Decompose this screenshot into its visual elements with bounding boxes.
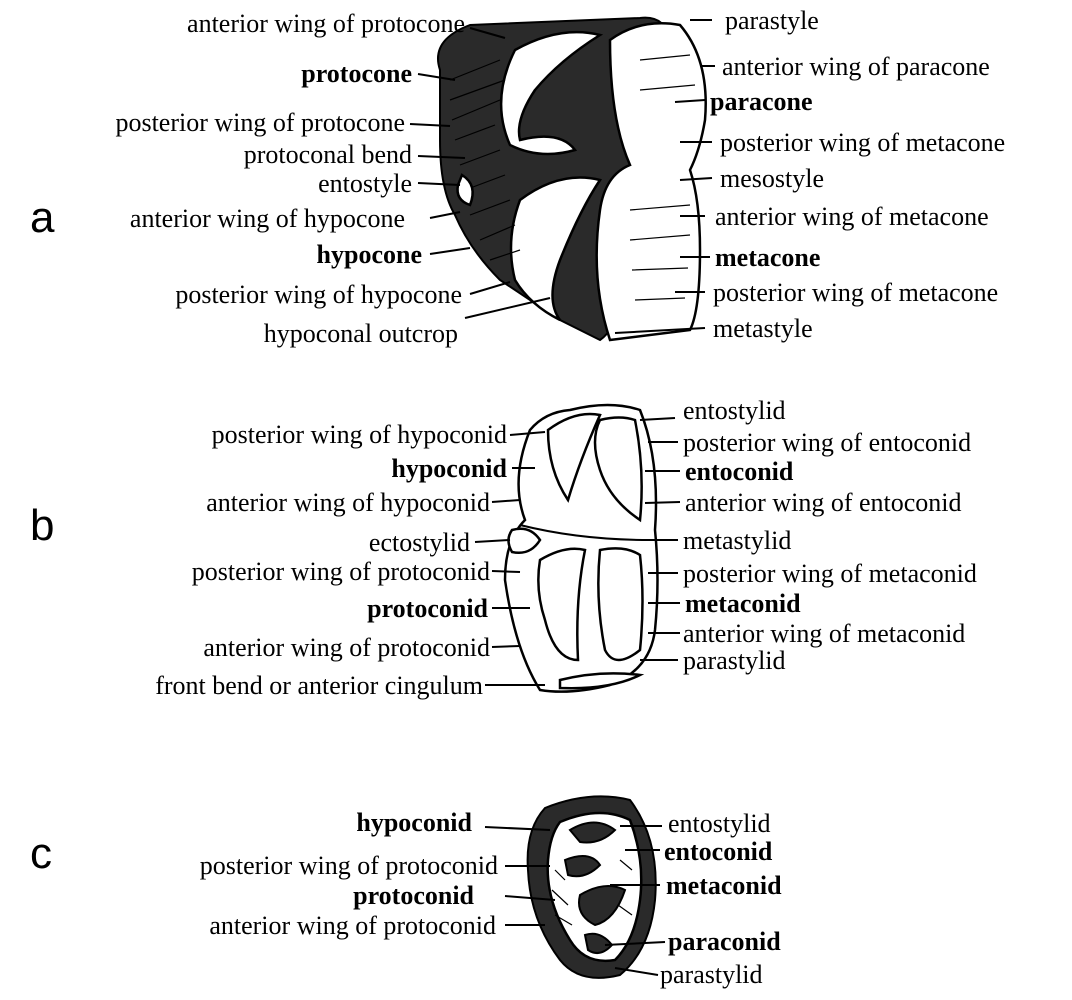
panel-c-tooth-drawing bbox=[528, 796, 656, 977]
label-anterior-wing-of-entoconid: anterior wing of entoconid bbox=[685, 488, 962, 517]
label-metastyle: metastyle bbox=[713, 314, 813, 343]
panel-b-tooth-outline bbox=[505, 405, 658, 692]
label-anterior-wing-of-hypoconid: anterior wing of hypoconid bbox=[206, 488, 490, 517]
label-entostyle: entostyle bbox=[318, 169, 412, 198]
panel-b-letter: b bbox=[30, 501, 54, 550]
label-c-posterior-wing-of-protoconid: posterior wing of protoconid bbox=[200, 851, 498, 880]
label-c-protoconid: protoconid bbox=[353, 881, 474, 910]
label-hypoconal-outcrop: hypoconal outcrop bbox=[264, 319, 458, 348]
label-front-bend-or-anterior-cingulum: front bend or anterior cingulum bbox=[155, 671, 483, 700]
panel-a-right-labels: parastyle anterior wing of paracone para… bbox=[710, 6, 1005, 343]
panel-c-left-labels: hypoconid posterior wing of protoconid p… bbox=[200, 808, 498, 940]
label-ectostylid: ectostylid bbox=[369, 528, 470, 557]
label-protoconal-bend: protoconal bend bbox=[244, 140, 412, 169]
label-mesostyle: mesostyle bbox=[720, 164, 824, 193]
label-hypocone: hypocone bbox=[317, 240, 422, 269]
label-posterior-wing-of-protoconid: posterior wing of protoconid bbox=[192, 557, 490, 586]
label-c-parastylid: parastylid bbox=[660, 960, 763, 989]
label-entoconid: entoconid bbox=[685, 457, 794, 486]
label-posterior-wing-of-metacone-lower: posterior wing of metacone bbox=[713, 278, 998, 307]
panel-a-left-labels: anterior wing of protocone protocone pos… bbox=[115, 9, 465, 348]
label-metacone: metacone bbox=[715, 243, 820, 272]
panel-c-right-labels: entostylid entoconid metaconid paraconid… bbox=[660, 809, 782, 989]
panel-b-left-labels: posterior wing of hypoconid hypoconid an… bbox=[155, 420, 507, 700]
label-metaconid: metaconid bbox=[685, 589, 801, 618]
label-parastylid: parastylid bbox=[683, 646, 786, 675]
label-protoconid: protoconid bbox=[367, 594, 488, 623]
label-metastylid: metastylid bbox=[683, 526, 791, 555]
label-anterior-wing-of-paracone: anterior wing of paracone bbox=[722, 52, 990, 81]
label-entostylid: entostylid bbox=[683, 396, 786, 425]
label-posterior-wing-of-protocone: posterior wing of protocone bbox=[115, 108, 405, 137]
panel-b-right-labels: entostylid posterior wing of entoconid e… bbox=[683, 396, 977, 675]
label-paracone: paracone bbox=[710, 87, 813, 116]
label-anterior-wing-of-protoconid: anterior wing of protoconid bbox=[203, 633, 490, 662]
panel-c-letter: c bbox=[30, 829, 52, 878]
label-c-hypoconid: hypoconid bbox=[356, 808, 472, 837]
label-parastyle: parastyle bbox=[725, 6, 819, 35]
label-posterior-wing-of-entoconid: posterior wing of entoconid bbox=[683, 428, 971, 457]
label-c-entostylid: entostylid bbox=[668, 809, 771, 838]
label-anterior-wing-of-hypocone: anterior wing of hypocone bbox=[130, 204, 405, 233]
label-anterior-wing-of-metaconid: anterior wing of metaconid bbox=[683, 619, 965, 648]
label-anterior-wing-of-protocone: anterior wing of protocone bbox=[187, 9, 465, 38]
label-posterior-wing-of-hypoconid: posterior wing of hypoconid bbox=[212, 420, 507, 449]
label-protocone: protocone bbox=[301, 59, 412, 88]
label-c-metaconid: metaconid bbox=[666, 871, 782, 900]
label-posterior-wing-of-metacone-upper: posterior wing of metacone bbox=[720, 128, 1005, 157]
panel-a-letter: a bbox=[30, 193, 55, 242]
label-posterior-wing-of-hypocone: posterior wing of hypocone bbox=[175, 280, 462, 309]
label-hypoconid: hypoconid bbox=[391, 454, 507, 483]
label-anterior-wing-of-metacone: anterior wing of metacone bbox=[715, 202, 989, 231]
label-c-paraconid: paraconid bbox=[668, 927, 781, 956]
label-c-anterior-wing-of-protoconid: anterior wing of protoconid bbox=[209, 911, 496, 940]
label-posterior-wing-of-metaconid: posterior wing of metaconid bbox=[683, 559, 977, 588]
label-c-entoconid: entoconid bbox=[664, 837, 773, 866]
